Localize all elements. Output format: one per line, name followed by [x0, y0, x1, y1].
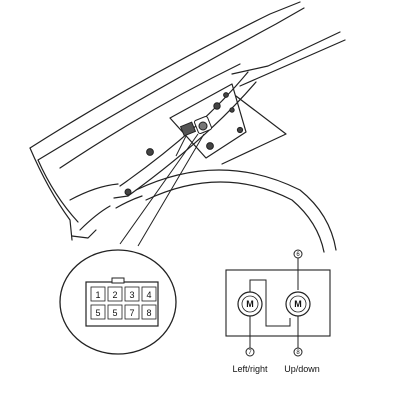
terminal-6 [293, 249, 303, 259]
motor-schematic: 6 M M 7 8 Left/right Up/down [225, 249, 331, 374]
pin-label-bottom-1: 5 [95, 308, 100, 318]
left-right-caption: Left/right [232, 364, 268, 374]
bolt-7 [124, 188, 132, 196]
bolt-6 [146, 148, 154, 156]
bolt-2 [223, 92, 229, 98]
pin-label-top-2: 2 [112, 290, 117, 300]
car-body-drawing [29, 1, 346, 253]
terminal-7 [245, 347, 255, 357]
callout-leader [119, 133, 205, 247]
terminal-8-label: 8 [296, 350, 300, 356]
bolt-3 [229, 107, 235, 113]
connector-callout: 1 2 3 4 5 5 7 8 [59, 249, 177, 355]
terminal-7-label: 7 [248, 350, 252, 356]
pin-label-top-1: 1 [95, 290, 100, 300]
terminal-6-label: 6 [296, 252, 300, 258]
pin-label-top-3: 3 [129, 290, 134, 300]
bolt-5 [206, 142, 214, 150]
bolt-4 [236, 126, 244, 134]
left-motor-label: M [246, 299, 254, 309]
mounting-bolts [124, 92, 244, 196]
right-motor-label: M [294, 299, 302, 309]
pin-label-top-4: 4 [146, 290, 151, 300]
pin-label-bottom-3: 7 [129, 308, 134, 318]
pin-label-bottom-2: 5 [112, 308, 117, 318]
connector-in-vehicle [175, 115, 213, 157]
bolt-1 [213, 102, 221, 110]
up-down-caption: Up/down [284, 364, 320, 374]
terminal-8 [293, 347, 303, 357]
pin-label-bottom-4: 8 [146, 308, 151, 318]
schematic-box [225, 269, 331, 337]
